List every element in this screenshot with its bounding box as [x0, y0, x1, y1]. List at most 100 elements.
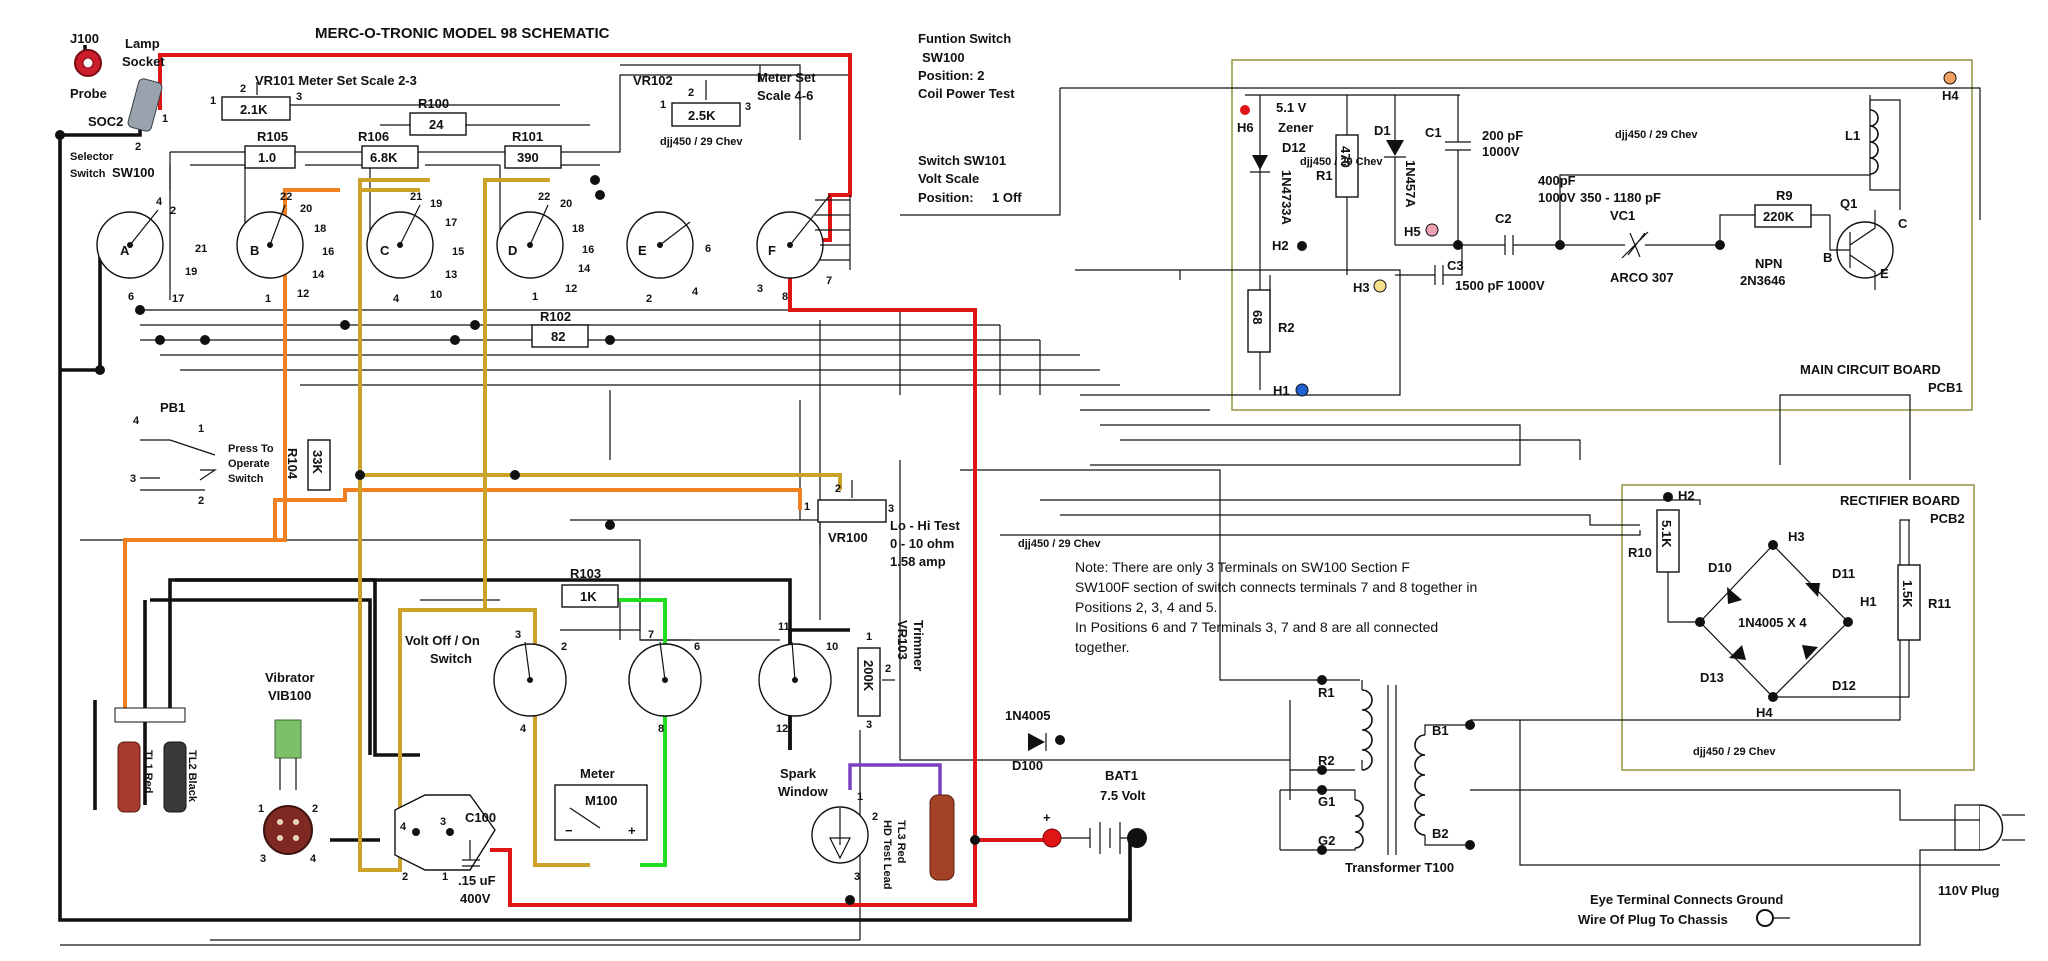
svg-text:Lamp: Lamp [125, 36, 160, 51]
svg-text:H4: H4 [1942, 88, 1959, 103]
svg-text:2: 2 [646, 293, 652, 305]
svg-text:L1: L1 [1845, 128, 1860, 143]
svg-text:R9: R9 [1776, 188, 1793, 203]
svg-text:VIB100: VIB100 [268, 688, 311, 703]
svg-text:G1: G1 [1318, 794, 1335, 809]
d100-diode: 1N4005 D100 [1005, 708, 1051, 773]
svg-text:PCB1: PCB1 [1928, 380, 1963, 395]
selector-label-2: Switch [70, 168, 106, 180]
svg-text:20: 20 [300, 203, 312, 215]
svg-text:3: 3 [130, 473, 136, 485]
svg-text:2: 2 [688, 87, 694, 99]
svg-text:4: 4 [156, 196, 163, 208]
svg-text:Vibrator: Vibrator [265, 670, 315, 685]
svg-text:F: F [768, 243, 776, 258]
svg-text:2: 2 [561, 641, 567, 653]
svg-text:SW100F section of switch conne: SW100F section of switch connects termin… [1075, 579, 1477, 595]
svg-text:djj450 / 29 Chev: djj450 / 29 Chev [1300, 156, 1383, 168]
svg-text:5.1K: 5.1K [1659, 520, 1674, 548]
svg-text:Eye Terminal Connects Ground: Eye Terminal Connects Ground [1590, 892, 1783, 907]
r104-resistor: 33K R104 [285, 439, 331, 491]
svg-text:D100: D100 [1012, 758, 1043, 773]
svg-text:400pF: 400pF [1538, 173, 1576, 188]
svg-text:Spark: Spark [780, 766, 817, 781]
svg-text:1N4005: 1N4005 [1005, 708, 1051, 723]
switch-sw101-note: Switch SW101 Volt Scale Position: 1 Off [918, 153, 1022, 205]
svg-text:C2: C2 [1495, 211, 1512, 226]
pcb1-outline [1231, 59, 1973, 411]
svg-text:3: 3 [745, 101, 751, 113]
svg-text:14: 14 [578, 263, 591, 275]
svg-text:3: 3 [888, 503, 894, 515]
volt-switch-1: 32 4 [493, 629, 567, 735]
svg-text:Zener: Zener [1278, 120, 1313, 135]
svg-text:Note: There are only 3 Termina: Note: There are only 3 Terminals on SW10… [1075, 559, 1410, 575]
svg-text:1K: 1K [580, 589, 597, 604]
svg-text:NPN: NPN [1755, 256, 1782, 271]
svg-text:4: 4 [692, 286, 699, 298]
svg-text:0 - 10 ohm: 0 - 10 ohm [890, 536, 954, 551]
svg-text:82: 82 [551, 329, 565, 344]
svg-text:18: 18 [314, 223, 326, 235]
r102-resistor: R102 82 [531, 309, 589, 348]
pb1-switch: PB1 41 32 Press To Operate Switch [130, 400, 274, 507]
test-lead-tl3: TL3 Red HD Test Lead [881, 794, 955, 889]
svg-text:4: 4 [133, 415, 140, 427]
svg-text:B2: B2 [1432, 826, 1449, 841]
vr100-pot: 123 VR100 Lo - Hi Test 0 - 10 ohm 1.58 a… [804, 480, 960, 569]
svg-text:33K: 33K [310, 450, 325, 474]
svg-text:3: 3 [866, 719, 872, 731]
svg-text:Volt Scale: Volt Scale [918, 171, 979, 186]
svg-text:6: 6 [705, 243, 711, 255]
switch-section-e: E 64 2 [626, 211, 711, 305]
svg-text:R1: R1 [1318, 685, 1335, 700]
svg-text:Press To: Press To [228, 443, 274, 455]
svg-text:1: 1 [265, 293, 271, 305]
svg-text:10: 10 [430, 289, 442, 301]
svg-text:TL2 Black: TL2 Black [186, 750, 198, 803]
svg-text:Funtion Switch: Funtion Switch [918, 31, 1011, 46]
credit-top: djj450 / 29 Chev [660, 136, 743, 148]
svg-text:VR102: VR102 [633, 73, 673, 88]
svg-text:2: 2 [872, 811, 878, 823]
svg-text:16: 16 [582, 244, 594, 256]
pcb2-components: RECTIFIER BOARD PCB2 H2 5.1K R10 H3 H1 H… [1628, 488, 1965, 758]
svg-text:VR100: VR100 [828, 530, 868, 545]
svg-text:+: + [1043, 810, 1051, 825]
heavy-wires [58, 45, 1132, 922]
svg-text:400V: 400V [460, 891, 491, 906]
svg-text:2: 2 [135, 141, 141, 153]
svg-text:R100: R100 [418, 96, 449, 111]
test-lead-tl1: TL1 Red [114, 707, 186, 813]
svg-text:2: 2 [170, 205, 176, 217]
svg-text:2.1K: 2.1K [240, 102, 268, 117]
meter-m100: Meter M100 − + [554, 766, 648, 841]
svg-text:24: 24 [429, 117, 444, 132]
svg-text:J100: J100 [70, 31, 99, 46]
svg-text:C1: C1 [1425, 125, 1442, 140]
svg-text:Coil Power Test: Coil Power Test [918, 86, 1015, 101]
svg-text:19: 19 [185, 266, 197, 278]
svg-text:5.1 V: 5.1 V [1276, 100, 1307, 115]
svg-text:together.: together. [1075, 639, 1130, 655]
svg-text:H3: H3 [1353, 280, 1370, 295]
svg-text:18: 18 [572, 223, 584, 235]
svg-text:1: 1 [532, 291, 538, 303]
svg-text:R2: R2 [1278, 320, 1295, 335]
svg-text:8: 8 [782, 291, 788, 303]
svg-text:3: 3 [296, 91, 302, 103]
selector-ref: SW100 [112, 165, 155, 180]
gold-wire-2 [398, 178, 590, 867]
volt-switch-label-2: Switch [430, 651, 472, 666]
svg-text:12: 12 [776, 723, 788, 735]
svg-text:4: 4 [400, 821, 407, 833]
svg-text:R1: R1 [1316, 168, 1333, 183]
svg-text:6: 6 [128, 291, 134, 303]
svg-text:3: 3 [854, 871, 860, 883]
svg-text:.15 uF: .15 uF [458, 873, 496, 888]
orange-wire [123, 188, 802, 720]
